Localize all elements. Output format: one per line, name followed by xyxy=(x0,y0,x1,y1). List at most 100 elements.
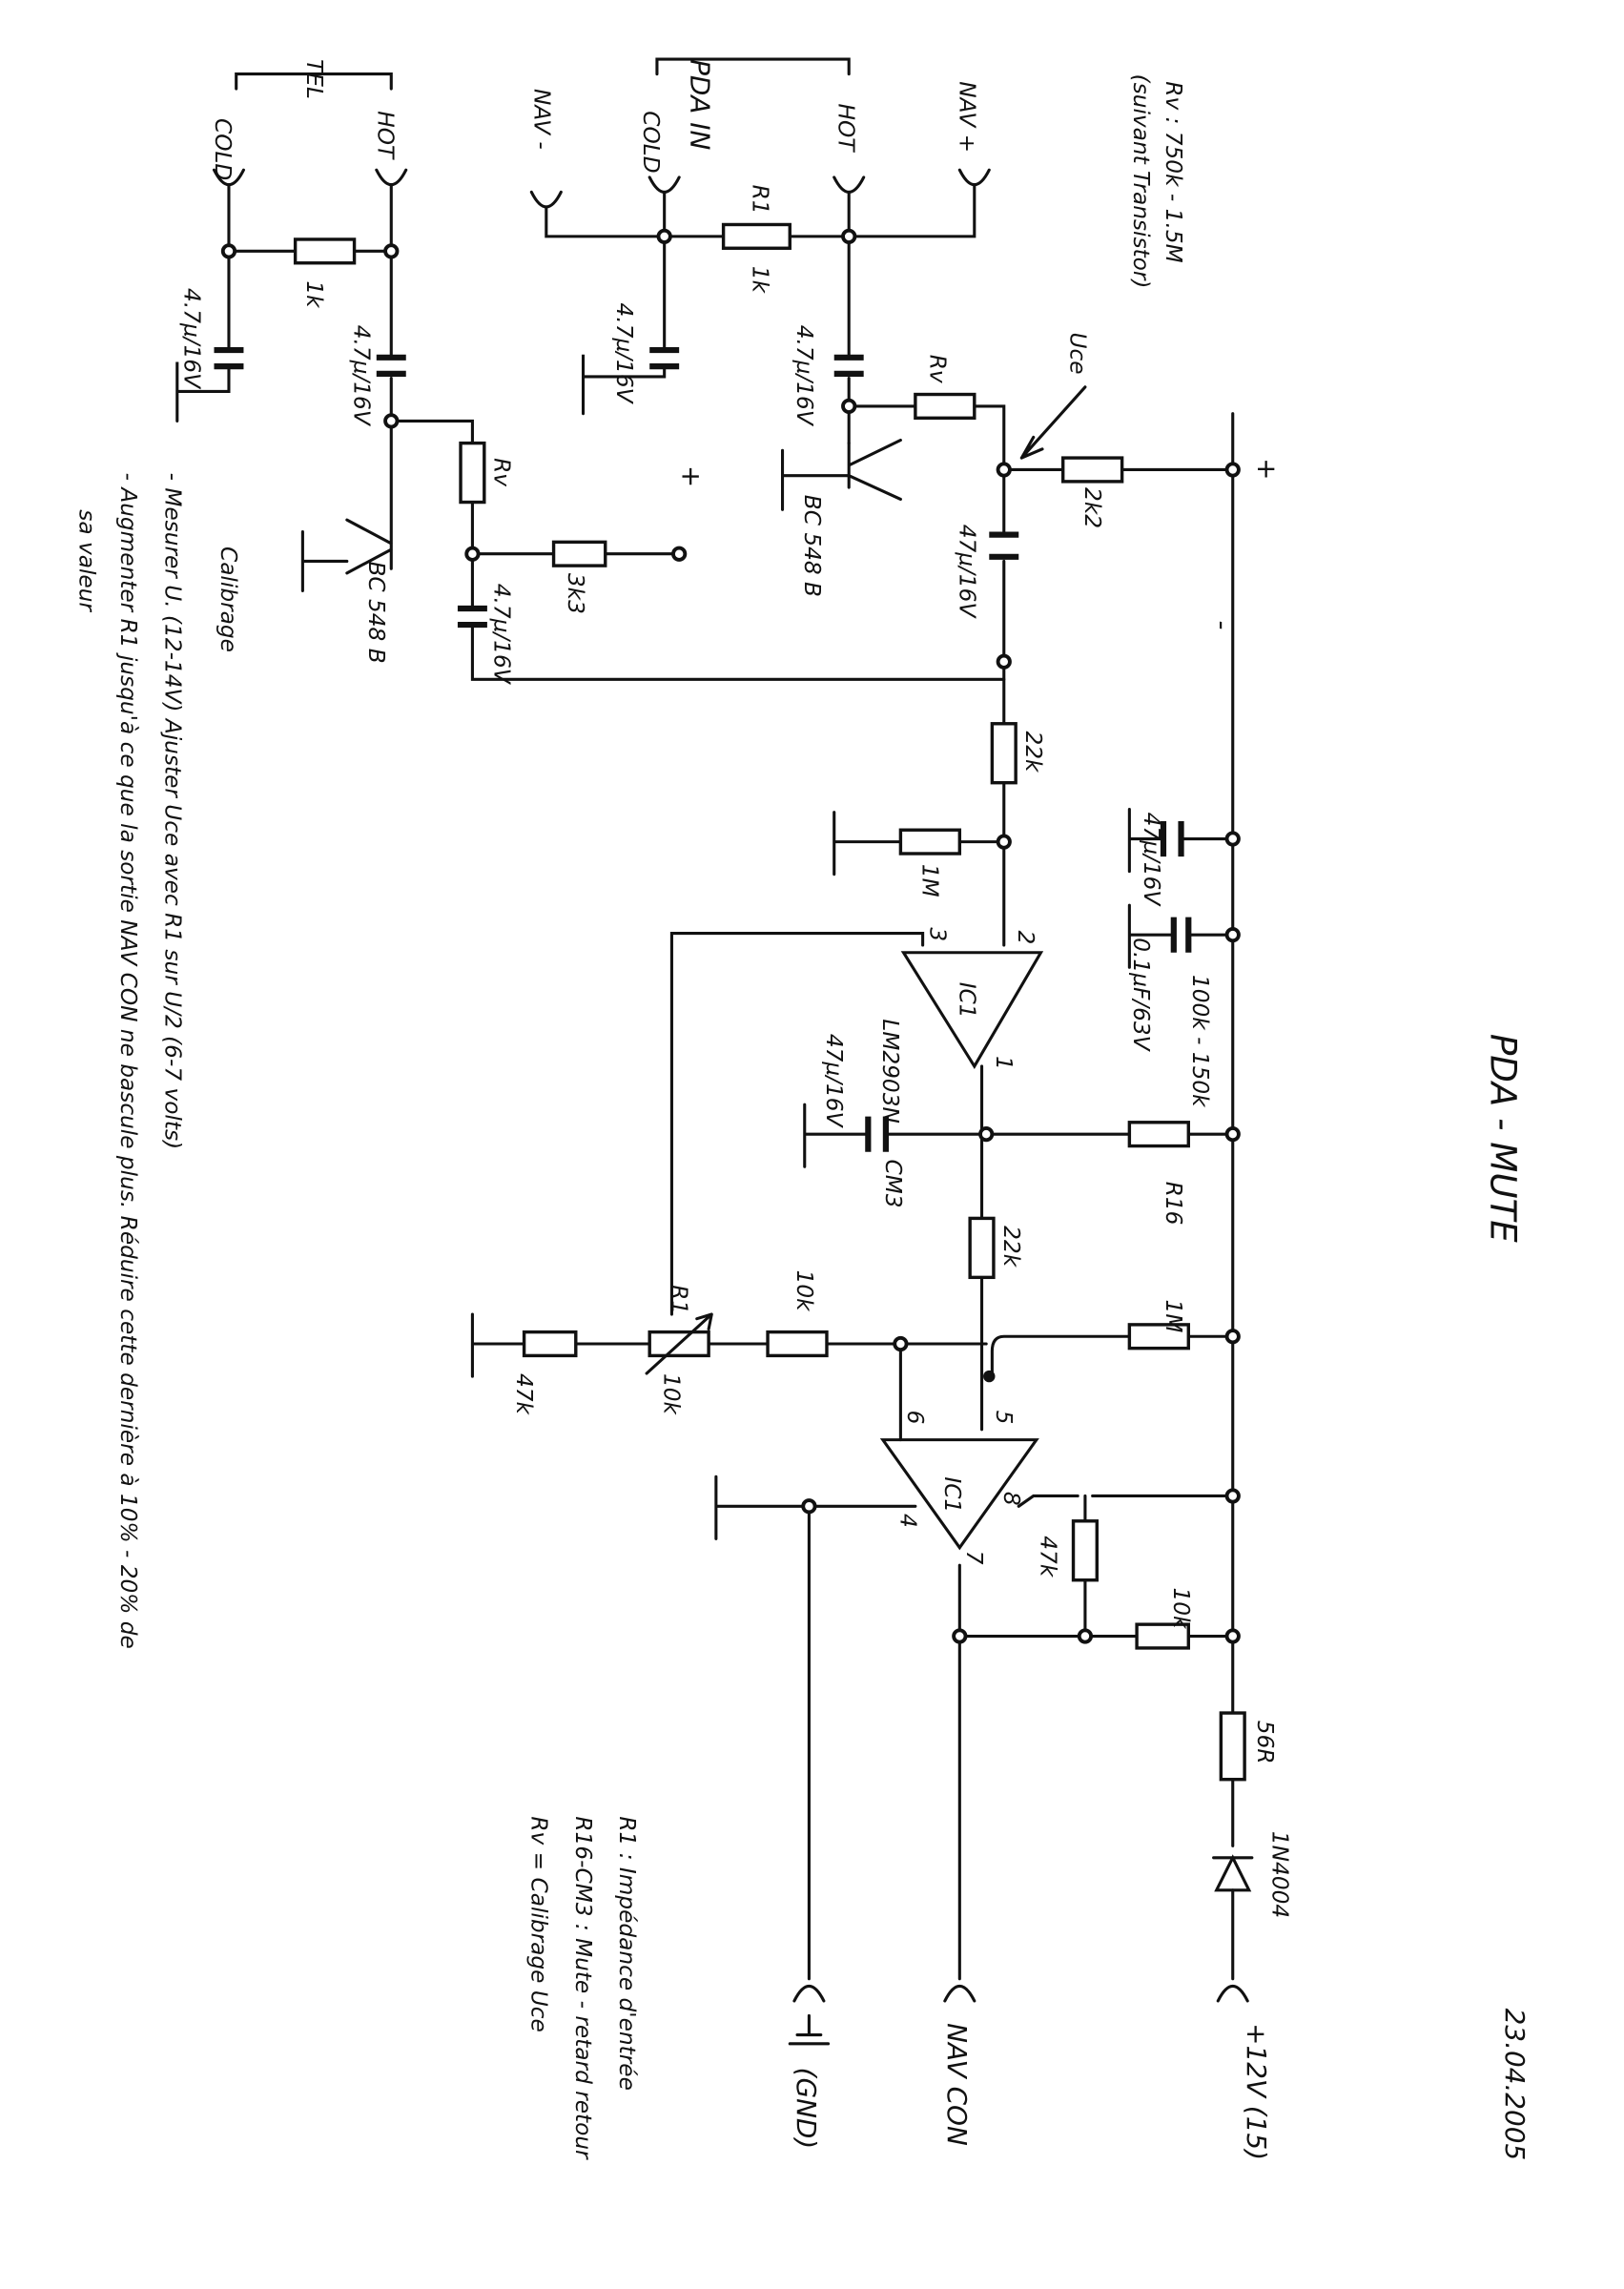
connector-nav-minus xyxy=(529,190,563,209)
connector-pda-cold xyxy=(648,175,681,194)
label-c-100n: 0.1µF/63V xyxy=(1128,938,1154,1052)
label-3k3: 3k3 xyxy=(563,573,588,614)
resistor-47k-fb xyxy=(1071,1519,1100,1582)
legend-line-1: R1 : Impédance d'entrée xyxy=(614,1816,640,2090)
pin-8: 8 xyxy=(998,1492,1024,1506)
label-pda-hot: HOT xyxy=(833,104,858,154)
label-nav-plus: NAV + xyxy=(954,81,979,153)
capacitor-q1-out xyxy=(989,531,1019,560)
label-c-tel-hot: 4.7µ/16V xyxy=(349,325,375,427)
label-ic1-b: IC1 xyxy=(939,1476,965,1513)
resistor-22k-b xyxy=(968,1216,996,1280)
calibration-heading: Calibrage xyxy=(216,546,241,652)
label-ic-part: LM2903N xyxy=(877,1019,903,1123)
resistor-pda-r1 xyxy=(721,222,791,250)
label-c-q2-out: 4.7µ/16V xyxy=(489,584,515,686)
label-tel-cold: COLD xyxy=(210,118,236,180)
capacitors xyxy=(214,346,1192,1152)
opamp-ic1-a xyxy=(900,951,1044,1069)
pin-7: 7 xyxy=(961,1551,987,1565)
resistors xyxy=(293,222,1246,1782)
label-q2: BC 548 B xyxy=(363,561,389,663)
label-cm3-val: 47µ/16V xyxy=(821,1034,847,1129)
connector-pda-hot xyxy=(833,175,866,194)
connector-nav-con xyxy=(943,1984,976,2003)
resistor-r16 xyxy=(1127,1121,1190,1148)
label-nav-minus: NAV - xyxy=(528,89,554,150)
label-q1: BC 548 B xyxy=(799,495,825,597)
label-supply: +12V (15) xyxy=(1241,2023,1272,2160)
label-diode: 1N4004 xyxy=(1267,1831,1293,1918)
capacitor-tel-hot xyxy=(376,354,406,377)
label-pot-val: 10k xyxy=(659,1373,685,1416)
capacitor-pda-cold xyxy=(649,346,680,370)
resistor-2k2 xyxy=(1060,456,1124,484)
label-47k-fb: 47k xyxy=(1035,1536,1060,1578)
resistor-10k-a xyxy=(766,1330,829,1358)
resistor-22k-a xyxy=(990,722,1018,785)
label-22k-a: 22k xyxy=(1020,732,1046,774)
resistor-tel-1k xyxy=(293,237,357,265)
capacitor-tel-cold xyxy=(214,346,244,370)
calibration-step-1: - Mesurer U. (12-14V) Ajuster Uce avec R… xyxy=(159,473,185,1150)
label-r-pda-val: 1k xyxy=(748,266,773,295)
connector-nav-plus xyxy=(957,168,991,187)
page-title: PDA - MUTE xyxy=(1483,1034,1524,1243)
label-c-pda-cold: 4.7µ/16V xyxy=(611,303,637,405)
label-uce: Uce xyxy=(1064,333,1090,375)
label-pda-in: PDA IN xyxy=(685,59,716,150)
label-rv-q2: Rv xyxy=(489,458,515,487)
label-rv-note-sub: (suivant Transistor) xyxy=(1128,74,1154,289)
label-22k-b: 22k xyxy=(998,1226,1024,1268)
resistor-rv-q1 xyxy=(914,392,976,420)
resistor-3k3 xyxy=(551,540,607,567)
label-nav-con: NAV CON xyxy=(941,2023,973,2146)
resistor-10k-out xyxy=(1135,1622,1190,1650)
capacitor-cm3 xyxy=(865,1116,890,1152)
junction-nodes xyxy=(220,228,1241,1644)
potentiometer-arrow-icon xyxy=(645,1312,713,1375)
label-r-tel: 1k xyxy=(301,280,327,309)
label-r-pda-name: R1 xyxy=(748,185,773,215)
label-tel-hot: HOT xyxy=(372,111,398,160)
label-plus-rail: + xyxy=(1251,458,1283,480)
label-r16-range: 100k - 150k xyxy=(1187,975,1213,1108)
capacitor-q2-out xyxy=(457,605,487,629)
capacitor-pda-hot xyxy=(833,354,864,377)
calibration-step-2b: sa valeur xyxy=(74,509,100,612)
label-pda-cold: COLD xyxy=(638,111,664,173)
pin-4: 4 xyxy=(894,1514,920,1528)
calibration-step-2: - Augmenter R1 jusqu'à ce que la sortie … xyxy=(115,473,141,1649)
connector-gnd xyxy=(792,1984,826,2003)
label-c-47u-supply: 47µ/16V xyxy=(1139,813,1164,908)
label-tel: TEL xyxy=(301,59,327,99)
connector-supply xyxy=(1216,1984,1249,2003)
resistor-56r xyxy=(1219,1711,1246,1782)
date: 23.04.2005 xyxy=(1499,2009,1531,2161)
legend-line-2: R16-CM3 : Mute - retard retour xyxy=(570,1816,596,2160)
label-56r: 56R xyxy=(1252,1721,1278,1764)
opamp-ic1-b xyxy=(879,1438,1039,1551)
label-c-q1-out: 47µ/16V xyxy=(954,525,979,620)
label-1m-b: 1M xyxy=(1161,1300,1186,1333)
label-plus-bias: + xyxy=(675,465,707,487)
pin-2: 2 xyxy=(1013,931,1038,945)
pin-3: 3 xyxy=(924,927,950,941)
label-cm3: CM3 xyxy=(880,1159,906,1207)
label-2k2: 2k2 xyxy=(1079,487,1105,528)
resistor-1m-b xyxy=(1127,1323,1190,1351)
label-c-pda-hot: 4.7µ/16V xyxy=(791,325,817,427)
label-rv-note: Rv : 750k - 1.5M xyxy=(1161,81,1186,262)
label-10k-a: 10k xyxy=(791,1270,817,1313)
capacitor-100n xyxy=(1170,917,1192,953)
resistor-rv-q2 xyxy=(459,441,486,505)
label-47k-gnd: 47k xyxy=(511,1373,537,1416)
label-10k-out: 10k xyxy=(1168,1587,1194,1630)
resistor-47k-gnd xyxy=(522,1330,578,1358)
diode-icon xyxy=(1212,1854,1254,1892)
pin-5: 5 xyxy=(991,1411,1017,1425)
legend-line-3: Rv = Calibrage Uce xyxy=(525,1816,551,2031)
label-minus: - xyxy=(1207,620,1239,629)
label-c-tel-cold: 4.7µ/16V xyxy=(179,288,205,390)
